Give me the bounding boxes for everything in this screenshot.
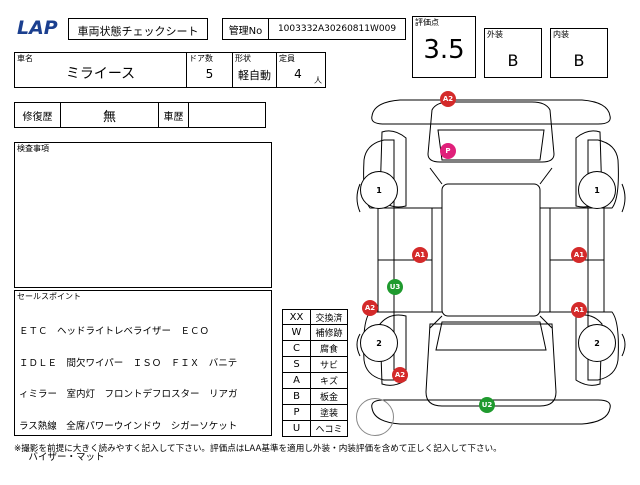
exterior-box: 外装 B bbox=[484, 28, 542, 78]
legend-meaning: キズ bbox=[310, 372, 348, 389]
doors-label: ドア数 bbox=[189, 54, 213, 63]
legend-meaning: 板金 bbox=[310, 388, 348, 405]
doors-value: 5 bbox=[205, 67, 214, 81]
exterior-grade: B bbox=[507, 51, 519, 70]
score-value: 3.5 bbox=[423, 35, 465, 65]
legend-code: U bbox=[282, 420, 311, 437]
damage-mark: A1 bbox=[571, 247, 587, 263]
vehicle-record-label: 車歴 bbox=[159, 103, 189, 127]
sales-line: ィミラー 室内灯 フロントデフロスター リアガ bbox=[19, 389, 238, 400]
shape-label: 形状 bbox=[235, 54, 251, 63]
vehicle-record-value bbox=[189, 103, 265, 127]
legend-code: W bbox=[282, 324, 311, 341]
management-box: 管理No 1003332A30260811W009 bbox=[222, 18, 406, 40]
spare-tire-icon bbox=[356, 398, 394, 436]
score-box: 評価点 3.5 bbox=[412, 16, 476, 78]
car-name: ミライース bbox=[65, 66, 136, 82]
front-right-wheel: 1 bbox=[578, 171, 616, 209]
car-name-label: 車名 bbox=[17, 54, 33, 63]
capacity-label: 定員 bbox=[279, 54, 295, 63]
lap-logo-icon: LAP bbox=[14, 16, 68, 39]
history-row: 修復歴 無 車歴 bbox=[14, 102, 266, 128]
car-name-cell: 車名 ミライース bbox=[15, 53, 187, 87]
damage-mark: P bbox=[440, 143, 456, 159]
shape-value: 軽自動 bbox=[238, 69, 271, 82]
legend-meaning: 交換済 bbox=[310, 309, 348, 325]
interior-grade: B bbox=[573, 51, 585, 70]
inspection-label: 検査事項 bbox=[17, 144, 49, 153]
vehicle-row: 車名 ミライース ドア数 5 形状 軽自動 定員 4 人 bbox=[14, 52, 326, 88]
car-body-diagram bbox=[356, 99, 626, 425]
damage-mark: U3 bbox=[387, 279, 403, 295]
repair-history-value: 無 bbox=[61, 103, 159, 127]
legend-code: B bbox=[282, 388, 311, 405]
sales-points-text: ＥＴＣ ヘッドライトレベライザー ＥＣＯ ＩＤＬＥ 間欠ワイパー ＩＳＯ ＦＩＸ… bbox=[19, 306, 238, 485]
capacity-unit: 人 bbox=[314, 76, 322, 85]
exterior-label: 外装 bbox=[487, 30, 503, 39]
page-title: 車両状態チェックシート bbox=[77, 25, 199, 38]
footer-note: ※撮影を前提に大きく読みやすく記入して下さい。評価点はLAA基準を適用し外装・内… bbox=[14, 444, 502, 454]
damage-mark: A2 bbox=[362, 300, 378, 316]
capacity-cell: 定員 4 人 bbox=[277, 53, 325, 87]
legend-meaning: 補修跡 bbox=[310, 324, 348, 341]
legend-code: S bbox=[282, 356, 311, 373]
management-number: 1003332A30260811W009 bbox=[277, 24, 397, 34]
legend-meaning: ヘコミ bbox=[310, 420, 348, 437]
inspection-box: 検査事項 bbox=[14, 142, 272, 288]
logo-text: LAP bbox=[17, 17, 58, 38]
sales-line: バイザー・マット bbox=[19, 452, 105, 463]
legend-meaning: 塗装 bbox=[310, 404, 348, 421]
sales-line: ＥＴＣ ヘッドライトレベライザー ＥＣＯ bbox=[19, 326, 210, 337]
legend-code: C bbox=[282, 340, 311, 357]
legend-code: A bbox=[282, 372, 311, 389]
rear-left-wheel: 2 bbox=[360, 324, 398, 362]
repair-history-label: 修復歴 bbox=[15, 103, 61, 127]
management-label: 管理No bbox=[223, 19, 269, 39]
sales-points-label: セールスポイント bbox=[17, 292, 81, 301]
sales-line: ラス熱線 全席パワーウインドウ シガーソケット bbox=[19, 420, 238, 432]
damage-mark: A2 bbox=[392, 367, 408, 383]
legend-meaning: 腐食 bbox=[310, 340, 348, 357]
title-box: 車両状態チェックシート bbox=[68, 18, 208, 40]
damage-mark: A2 bbox=[440, 91, 456, 107]
shape-cell: 形状 軽自動 bbox=[233, 53, 277, 87]
front-left-wheel: 1 bbox=[360, 171, 398, 209]
score-label: 評価点 bbox=[415, 18, 439, 27]
legend-code: XX bbox=[282, 309, 311, 325]
legend-code: P bbox=[282, 404, 311, 421]
damage-mark: U2 bbox=[479, 397, 495, 413]
legend-meaning: サビ bbox=[310, 356, 348, 373]
damage-mark: A1 bbox=[412, 247, 428, 263]
damage-mark: A1 bbox=[571, 302, 587, 318]
legend-table: XX 交換済 W 補修跡 C 腐食 S サビ A キズ B 板金 P 塗装 U … bbox=[282, 309, 348, 437]
rear-right-wheel: 2 bbox=[578, 324, 616, 362]
sales-line: ＩＤＬＥ 間欠ワイパー ＩＳＯ ＦＩＸ バニテ bbox=[19, 357, 238, 369]
doors-cell: ドア数 5 bbox=[187, 53, 233, 87]
interior-box: 内装 B bbox=[550, 28, 608, 78]
interior-label: 内装 bbox=[553, 30, 569, 39]
capacity-value: 4 bbox=[294, 67, 302, 81]
sales-points-box: セールスポイント ＥＴＣ ヘッドライトレベライザー ＥＣＯ ＩＤＬＥ 間欠ワイパ… bbox=[14, 290, 272, 463]
logo: LAP bbox=[14, 16, 68, 39]
